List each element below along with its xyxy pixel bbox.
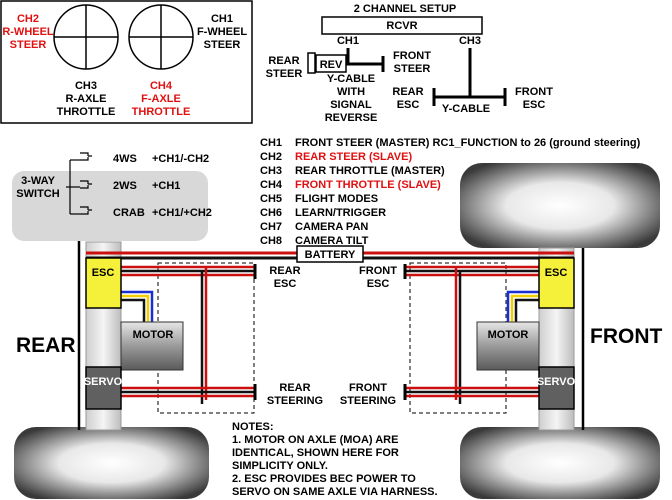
left-stick-bottom-label: R-AXLE [66, 93, 107, 105]
left-stick-top-label: CH2 [17, 13, 39, 25]
reverser-box [315, 54, 347, 73]
switch-mode-crab: CRAB +CH1/+CH2 [70, 206, 212, 219]
right-stick-top-label: STEER [204, 39, 241, 51]
battery-box [296, 245, 364, 263]
setup-rear-esc-label: REAR [392, 86, 423, 98]
front-servo-harness [403, 384, 539, 400]
front-esc-harness-label: ESC [367, 278, 390, 290]
two-channel-setup: 2 CHANNEL SETUP RCVR CH1 CH3 REV REAR ST… [266, 3, 554, 124]
switch-mode-name: 2WS [113, 180, 137, 192]
setup-ch3-label: CH3 [459, 35, 481, 47]
tires [14, 163, 660, 499]
rear-servo-harness [121, 384, 257, 400]
setup-front-steer-label: STEER [394, 63, 431, 75]
switch-label: SWITCH [16, 188, 59, 200]
rear-esc-harness-label: REAR [269, 265, 300, 277]
switch-panel-bg [12, 171, 208, 241]
switch-mode-4ws: 4WS +CH1/-CH2 [70, 152, 209, 165]
front-bottom-tire [460, 427, 660, 499]
front-top-tire [460, 163, 660, 248]
left-stick-bottom-label: THROTTLE [57, 106, 116, 118]
reverser-label: REV [320, 59, 343, 71]
setup-front-esc-label: ESC [523, 99, 546, 111]
front-esc-label: ESC [545, 267, 568, 279]
right-stick-bottom-label: CH4 [150, 80, 173, 92]
front-esc-harness-label: FRONT [359, 265, 397, 277]
setup-ycable-reverse-label: Y-CABLE [327, 73, 375, 85]
setup-ch1-label: CH1 [337, 35, 359, 47]
rear-label: REAR [16, 334, 76, 357]
switch-mode-name: 4WS [113, 153, 137, 165]
chassis: BATTERY [16, 241, 662, 431]
front-motor [476, 321, 540, 371]
switch-mode-mix: +CH1 [152, 180, 180, 192]
notes-line: 2. ESC PROVIDES BEC POWER TO [232, 473, 416, 485]
setup-rear-steer-label: STEER [266, 68, 303, 80]
front-steering-harness-label: FRONT [349, 382, 387, 394]
front-servo [538, 366, 575, 410]
notes: NOTES: 1. MOTOR ON AXLE (MOA) ARE IDENTI… [232, 421, 438, 498]
setup-ycable-reverse-label: REVERSE [325, 112, 378, 124]
rear-steering-harness-label: STEERING [267, 395, 323, 407]
notes-title: NOTES: [232, 421, 274, 433]
front-motor-label: MOTOR [488, 329, 529, 341]
rear-esc-harness-label: ESC [274, 278, 297, 290]
front-esc [538, 257, 575, 309]
front-servo-label: SERVO [537, 376, 576, 388]
setup-ycable-label: Y-CABLE [442, 103, 490, 115]
rear-motor-label: MOTOR [133, 329, 174, 341]
battery-label: BATTERY [305, 249, 356, 261]
right-stick-icon [128, 4, 194, 70]
rear-motor [120, 321, 184, 371]
setup-ycable-reverse-label: WITH [337, 86, 365, 98]
rear-bottom-tire [14, 427, 209, 499]
front-steering-harness-label: STEERING [340, 395, 396, 407]
rear-esc-label: ESC [92, 267, 115, 279]
left-stick-bottom-label: CH3 [75, 80, 97, 92]
setup-rear-esc-label: ESC [397, 99, 420, 111]
receiver-label: RCVR [386, 20, 417, 32]
switch-mode-mix: +CH1/-CH2 [152, 153, 209, 165]
right-stick-bottom-label: THROTTLE [132, 106, 191, 118]
switch-mode-mix: +CH1/+CH2 [152, 207, 212, 219]
notes-line: IDENTICAL, SHOWN HERE FOR [232, 447, 399, 459]
setup-title: 2 CHANNEL SETUP [354, 3, 456, 15]
rear-esc-harness [121, 264, 257, 404]
rear-servo-label: SERVO [84, 376, 123, 388]
notes-line: 1. MOTOR ON AXLE (MOA) ARE [232, 434, 398, 446]
three-way-switch-panel: 3-WAY SWITCH 4WS +CH1/-CH2 2WS +CH1 CRAB… [12, 152, 212, 241]
front-esc-harness [403, 264, 539, 404]
rear-steering-harness-label: REAR [279, 382, 310, 394]
notes-line: SERVO ON SAME AXLE VIA HARNESS. [232, 486, 438, 498]
rear-servo [85, 366, 122, 410]
front-label: FRONT [590, 325, 662, 348]
setup-front-esc-label: FRONT [515, 86, 553, 98]
left-stick-top-label: STEER [10, 39, 47, 51]
setup-ycable-reverse-label: SIGNAL [330, 99, 372, 111]
rear-esc [85, 257, 122, 309]
stick-diagram-panel: CH2 R-WHEEL STEER CH3 R-AXLE THROTTLE CH… [0, 0, 253, 124]
setup-rear-steer-label: REAR [268, 55, 299, 67]
left-stick-top-label: R-WHEEL [2, 26, 54, 38]
receiver-box [321, 16, 483, 35]
right-stick-top-label: F-WHEEL [197, 26, 247, 38]
switch-label: 3-WAY [21, 175, 55, 187]
switch-mode-name: CRAB [113, 207, 145, 219]
left-stick-icon [53, 4, 119, 70]
setup-front-steer-label: FRONT [393, 50, 431, 62]
right-stick-top-label: CH1 [211, 13, 233, 25]
notes-line: SIMPLICITY ONLY. [232, 460, 328, 472]
right-stick-bottom-label: F-AXLE [141, 93, 181, 105]
switch-mode-2ws: 2WS +CH1 [70, 180, 180, 192]
